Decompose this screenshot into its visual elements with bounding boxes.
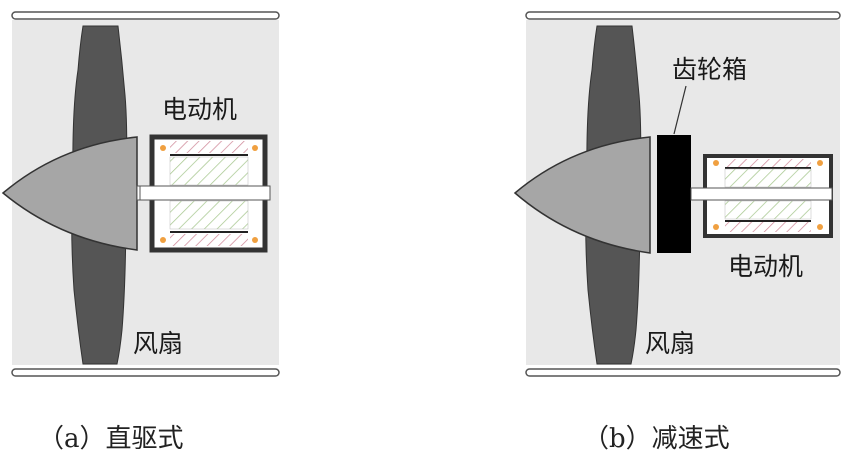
duct-wall-top <box>525 11 841 20</box>
caption-b: （b）减速式 <box>583 424 730 454</box>
gearbox-leader-line <box>673 85 687 135</box>
gearbox <box>657 135 691 253</box>
panel-a-direct-drive <box>1 11 280 377</box>
motor-label-a: 电动机 <box>162 95 238 124</box>
spinner-nose-cone <box>513 136 651 254</box>
gearbox-label-b: 齿轮箱 <box>672 55 748 84</box>
spinner-nose-cone <box>1 136 138 251</box>
fan-label-a: 风扇 <box>133 329 184 358</box>
motor <box>690 154 833 238</box>
motor <box>139 134 271 253</box>
duct-wall-bottom <box>525 368 841 377</box>
caption-a: （a）直驱式 <box>38 424 184 454</box>
fan-label-b: 风扇 <box>645 329 696 358</box>
motor-label-b: 电动机 <box>728 252 804 281</box>
duct-wall-top <box>11 11 280 20</box>
panel-b-geared <box>513 11 841 377</box>
